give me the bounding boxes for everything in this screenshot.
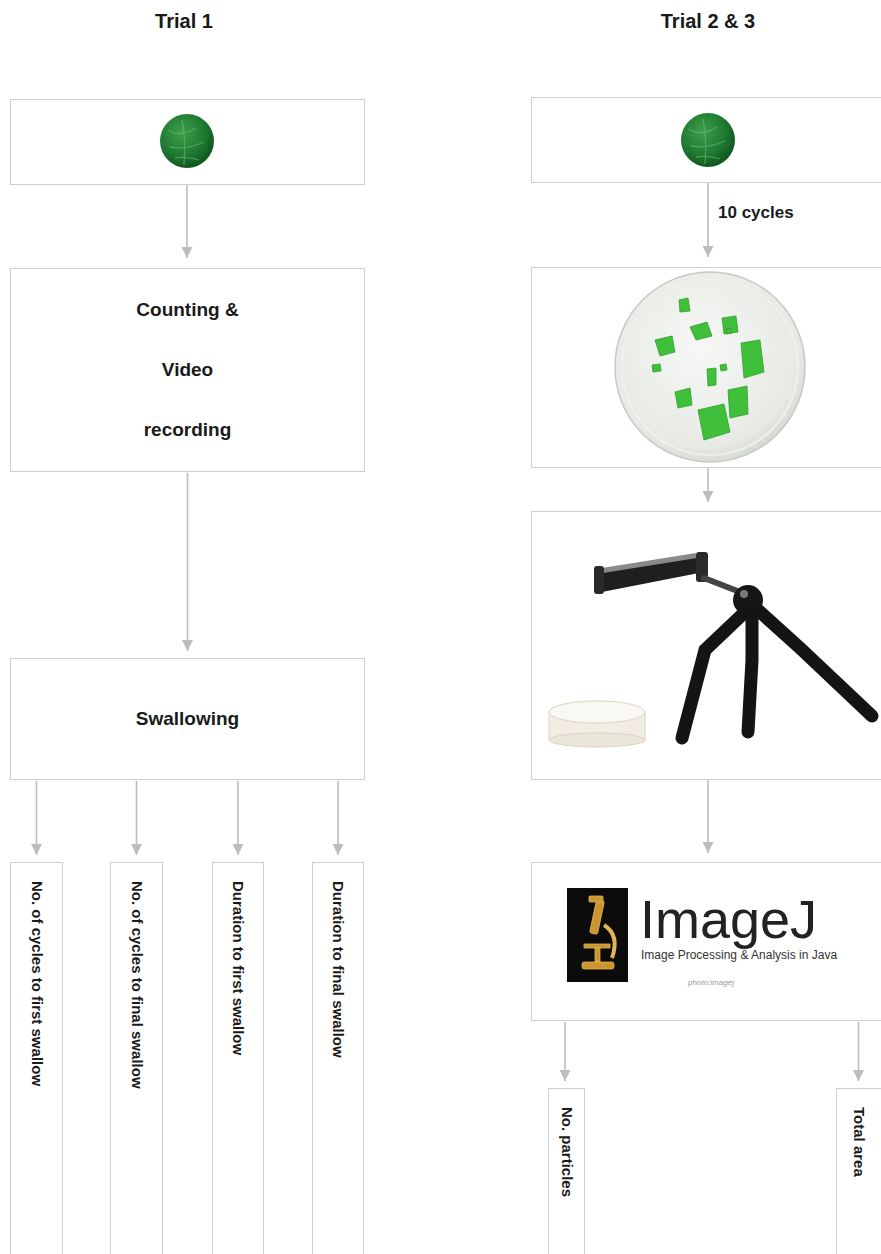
flow-arrow <box>707 468 709 502</box>
output-label: No. of cycles to first swallow <box>28 881 46 1086</box>
process-box: Counting & Video recording <box>10 268 365 472</box>
box-label: Swallowing <box>136 707 239 731</box>
leaf-disc <box>160 114 214 168</box>
output-label: Duration to first swallow <box>229 881 247 1055</box>
flow-arrows <box>187 183 708 853</box>
output-label: Total area <box>850 1107 868 1177</box>
microscope-icon <box>582 896 615 969</box>
leaf-vein <box>689 119 725 164</box>
column-heading: Trial 1 <box>155 10 213 33</box>
dish-rim <box>622 279 798 455</box>
output-box: No. particles <box>548 1088 585 1254</box>
logo-credit: photo:imagej <box>688 979 734 987</box>
flow-arrow <box>187 473 189 651</box>
leaf-disc <box>681 113 735 167</box>
flow-arrow <box>337 781 339 855</box>
flow-arrow <box>858 1022 860 1081</box>
sample-dish <box>549 701 645 747</box>
output-box: Total area <box>836 1088 881 1254</box>
output-box: No. of cycles to final swallow <box>110 862 163 1254</box>
output-label: No. of cycles to final swallow <box>128 881 146 1089</box>
picture-frame <box>532 512 881 780</box>
clamp-highlight <box>602 553 697 573</box>
output-box: Duration to final swallow <box>312 862 364 1254</box>
software-box: ImageJ Image Processing & Analysis in Jav… <box>531 862 881 1021</box>
flow-arrow <box>707 780 709 853</box>
flow-arrow <box>36 781 38 855</box>
leaf-fragments <box>652 298 764 440</box>
picture-frame <box>532 98 881 183</box>
process-box: Swallowing <box>10 658 365 780</box>
output-box: Duration to first swallow <box>212 862 264 1254</box>
output-box: No. of cycles to first swallow <box>10 862 63 1254</box>
petri-dish <box>615 272 805 462</box>
logo-square <box>567 888 628 982</box>
tripod-legs <box>682 610 872 738</box>
flow-arrow <box>237 781 239 855</box>
leaf-disc <box>681 113 735 167</box>
imagej-logo <box>567 888 628 982</box>
leaf-disc <box>160 114 214 168</box>
column-heading: Trial 2 & 3 <box>661 10 756 33</box>
output-label: Duration to final swallow <box>329 881 347 1058</box>
arrow-label: 10 cycles <box>718 203 794 223</box>
phone-tripod <box>549 552 872 747</box>
box-label: Counting & Video recording <box>116 280 260 460</box>
flow-arrow <box>564 1022 566 1081</box>
flow-arrow <box>186 185 188 258</box>
flow-arrow <box>136 781 138 855</box>
logo-wordmark: ImageJ <box>640 892 817 946</box>
logo-tagline: Image Processing & Analysis in Java <box>641 949 837 961</box>
clamp-end <box>594 566 604 594</box>
output-label: No. particles <box>558 1107 576 1197</box>
picture-frame <box>532 268 881 468</box>
petri-dish <box>615 272 805 462</box>
leaf-vein <box>168 120 204 165</box>
flow-arrow <box>707 183 709 257</box>
picture-frame <box>11 100 365 185</box>
tripod-stem <box>704 578 740 592</box>
ball-highlight <box>740 590 748 598</box>
